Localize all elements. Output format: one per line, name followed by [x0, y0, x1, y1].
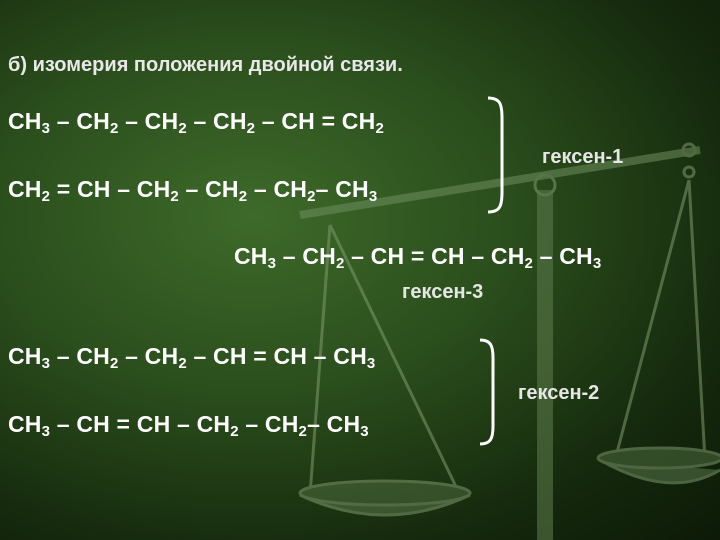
- formula-part: – CH: [276, 243, 336, 269]
- formula-subscript: 2: [298, 423, 308, 440]
- formula-part: CH: [8, 343, 42, 369]
- formula-part: – CH = CH – CH: [50, 411, 231, 437]
- formula-subscript: 2: [178, 120, 187, 137]
- formula-part: – CH: [315, 176, 369, 202]
- formula-part: – CH = CH – CH: [186, 343, 367, 369]
- formula-subscript: 3: [368, 188, 378, 205]
- formula-part: CH: [8, 411, 42, 437]
- formula-hexene-1b: CH2 = CH – CH2 – CH2 – CH2– CH3: [8, 176, 378, 205]
- formula-subscript: 2: [109, 355, 119, 372]
- formula-part: – CH = CH – CH: [344, 243, 525, 269]
- name-hexene-2: гексен-2: [518, 382, 600, 404]
- formula-hexene-1a: CH3 – CH2 – CH2 – CH2 – CH = CH2: [8, 108, 384, 137]
- formula-hexene-2b: CH3 – CH = CH – CH2 – CH2– CH3: [8, 411, 369, 440]
- formula-part: = CH – CH: [50, 176, 171, 202]
- formula-subscript: 3: [41, 355, 51, 372]
- name-hexene-1: гексен-1: [542, 146, 624, 168]
- formula-part: CH: [8, 176, 42, 202]
- name-hexene-3: гексен-3: [402, 281, 484, 303]
- formula-subscript: 3: [360, 423, 369, 440]
- formula-part: – CH: [238, 411, 299, 437]
- formula-part: – CH: [50, 108, 110, 134]
- bracket-hexene-2: [479, 338, 495, 446]
- formula-subscript: 2: [41, 188, 51, 205]
- formula-subscript: 2: [170, 188, 179, 205]
- formula-hexene-2a: CH3 – CH2 – CH2 – CH = CH – CH3: [8, 343, 376, 372]
- formula-subscript: 3: [267, 255, 277, 272]
- slide-title: б) изомерия положения двойной связи.: [8, 54, 403, 76]
- formula-part: – CH: [50, 343, 110, 369]
- formula-subscript: 3: [41, 423, 51, 440]
- formula-subscript: 3: [41, 120, 51, 137]
- bracket-hexene-1: [487, 96, 504, 214]
- formula-part: – CH: [533, 243, 593, 269]
- formula-part: – CH: [118, 343, 179, 369]
- formula-subscript: 2: [524, 255, 534, 272]
- formula-subscript: 2: [109, 120, 119, 137]
- formula-part: – CH: [247, 176, 308, 202]
- formula-part: CH: [234, 243, 268, 269]
- formula-subscript: 2: [307, 188, 316, 205]
- formula-part: – CH: [186, 108, 247, 134]
- formula-subscript: 3: [366, 355, 376, 372]
- formula-part: CH: [8, 108, 42, 134]
- formula-subscript: 3: [592, 255, 602, 272]
- formula-part: – CH: [307, 411, 361, 437]
- formula-part: – CH: [118, 108, 179, 134]
- formula-part: – CH = CH: [255, 108, 376, 134]
- formula-subscript: 2: [238, 188, 248, 205]
- formula-subscript: 2: [375, 120, 384, 137]
- formula-subscript: 2: [230, 423, 239, 440]
- formula-part: – CH: [178, 176, 239, 202]
- formula-subscript: 2: [178, 355, 187, 372]
- formula-subscript: 2: [246, 120, 256, 137]
- formula-subscript: 2: [335, 255, 345, 272]
- formula-hexene-3: CH3 – CH2 – CH = CH – CH2 – CH3: [234, 243, 602, 272]
